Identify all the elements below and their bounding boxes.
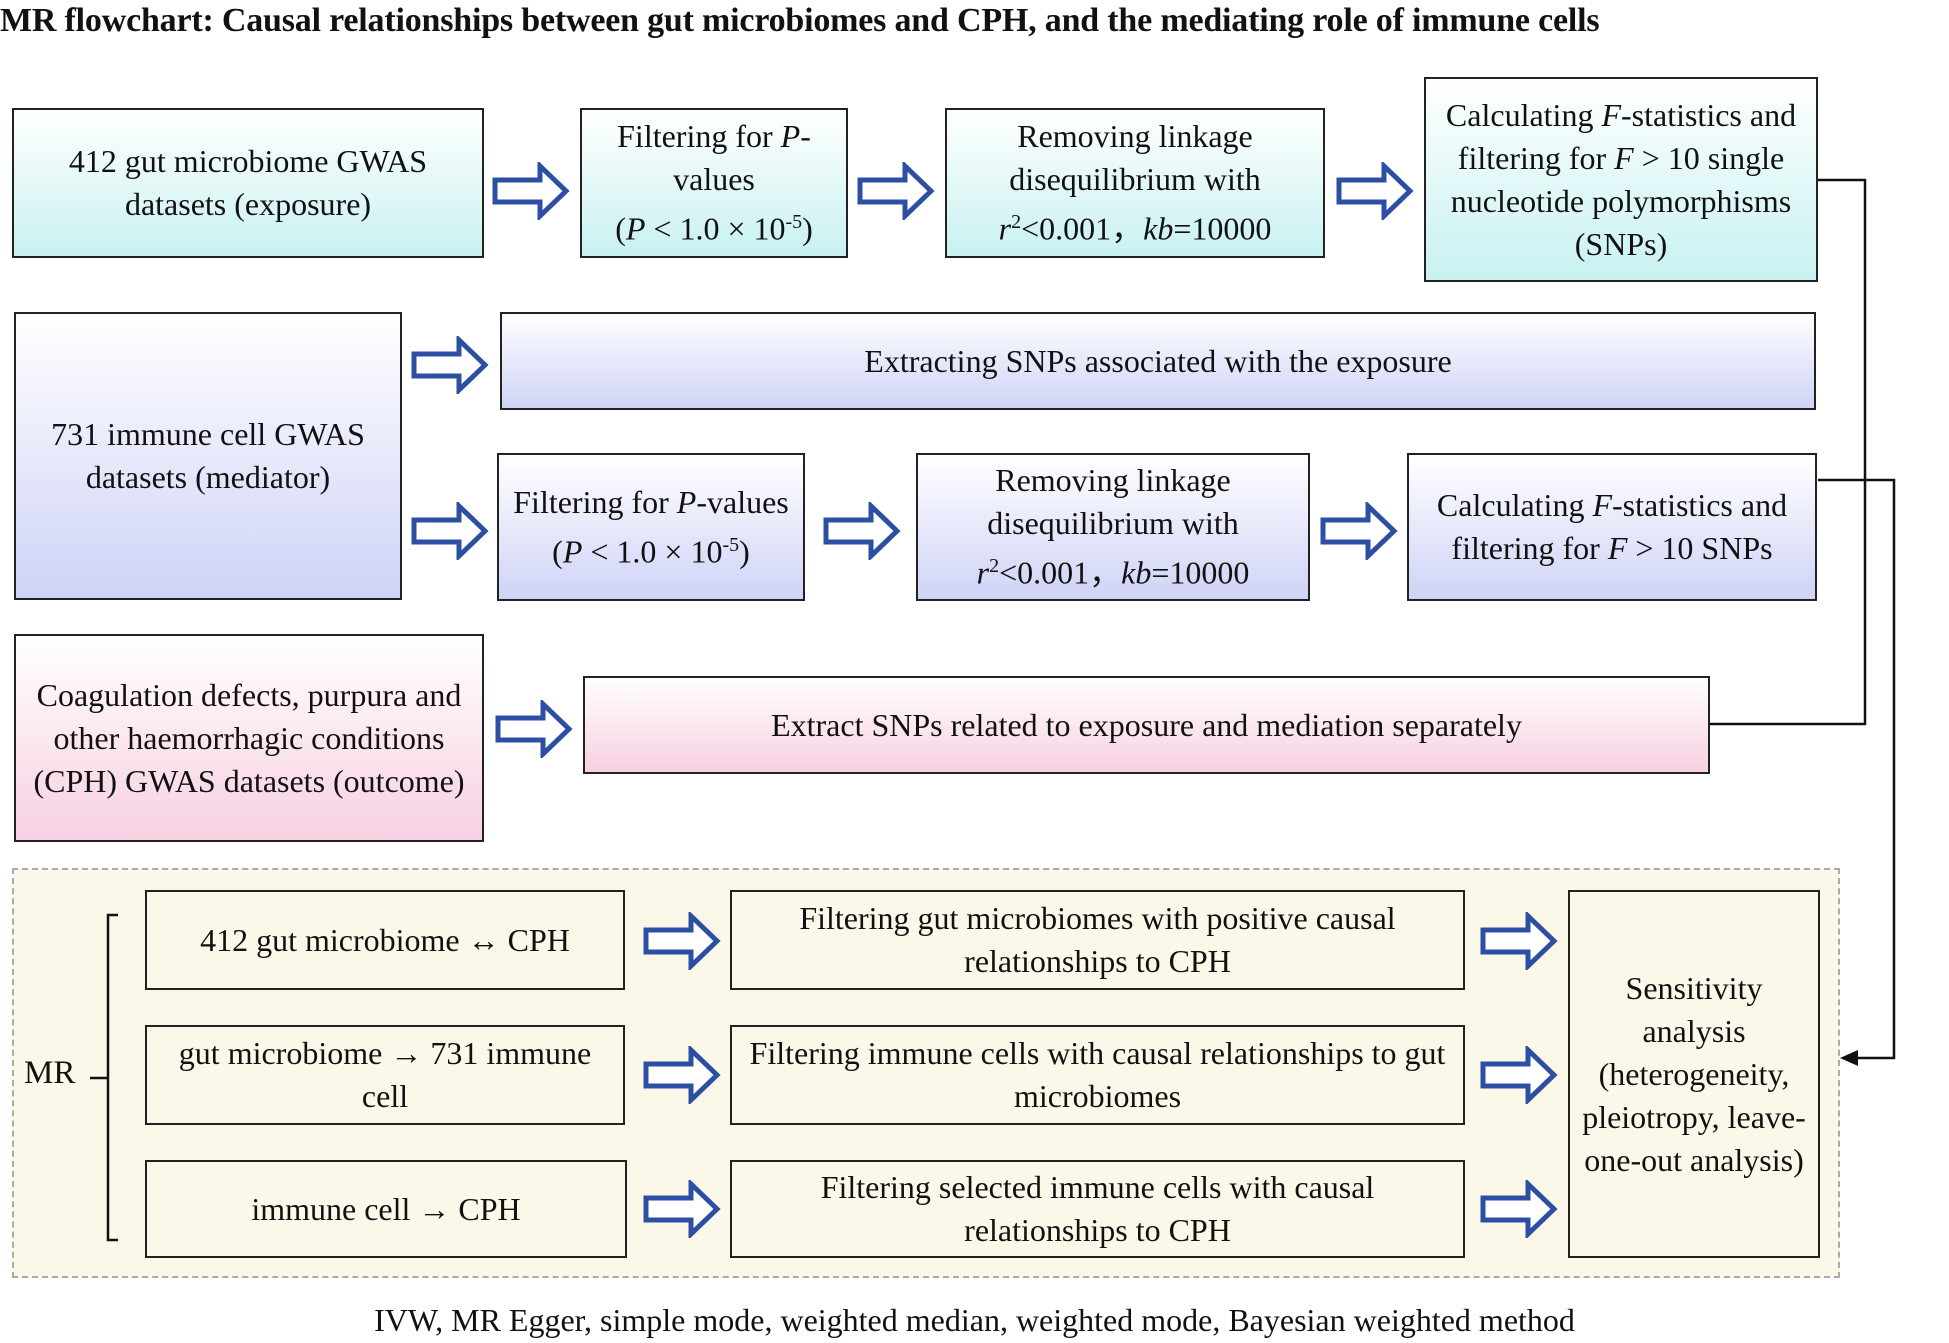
mediator-to-sensitivity-connector	[1818, 478, 1896, 1060]
outcome-extract-text: Extract SNPs related to exposure and med…	[771, 706, 1522, 743]
block-arrow-icon	[1480, 1046, 1558, 1104]
outcome-extract-box: Extract SNPs related to exposure and med…	[583, 676, 1710, 774]
mediator-source-text: 731 immune cell GWAS datasets (mediator)	[51, 416, 365, 495]
mr-analysis-3-box: immune cell → CPH	[145, 1160, 627, 1258]
exposure-p-filter-text: Filtering for P-values(P < 1.0 × 10-5)	[615, 118, 813, 247]
mr-analysis-1-text: 412 gut microbiome ↔ CPH	[200, 921, 570, 958]
exposure-p-filter-box: Filtering for P-values(P < 1.0 × 10-5)	[580, 108, 848, 258]
block-arrow-icon	[823, 502, 901, 560]
block-arrow-icon	[643, 1046, 721, 1104]
block-arrow-icon	[1480, 1180, 1558, 1238]
outcome-source-text: Coagulation defects, purpura and other h…	[33, 676, 465, 799]
mr-analysis-2-box: gut microbiome → 731 immune cell	[145, 1025, 625, 1125]
exposure-fstat-text: Calculating F-statistics and filtering f…	[1445, 96, 1797, 262]
mr-filter-1-text: Filtering gut microbiomes with positive …	[799, 900, 1396, 979]
methods-footer: IVW, MR Egger, simple mode, weighted med…	[374, 1302, 1575, 1338]
mr-analysis-2-text: gut microbiome → 731 immune cell	[178, 1035, 592, 1114]
diagram-title: MR flowchart: Causal relationships betwe…	[0, 2, 1600, 39]
mr-analysis-1-box: 412 gut microbiome ↔ CPH	[145, 890, 625, 990]
block-arrow-icon	[492, 162, 570, 220]
fstat-to-extract-connector	[1710, 178, 1867, 726]
mr-bracket-icon	[106, 913, 118, 1242]
mediator-fstat-box: Calculating F-statistics and filtering f…	[1407, 453, 1817, 601]
mr-filter-2-box: Filtering immune cells with causal relat…	[730, 1025, 1465, 1125]
sensitivity-box: Sensitivity analysis (heterogeneity, ple…	[1568, 890, 1820, 1258]
mediator-extract-text: Extracting SNPs associated with the expo…	[864, 342, 1452, 379]
mr-analysis-3-text: immune cell → CPH	[251, 1190, 521, 1227]
block-arrow-icon	[411, 502, 489, 560]
block-arrow-icon	[1320, 502, 1398, 560]
mr-filter-2-text: Filtering immune cells with causal relat…	[749, 1035, 1446, 1114]
mediator-extract-box: Extracting SNPs associated with the expo…	[500, 312, 1816, 410]
block-arrow-icon	[643, 912, 721, 970]
sensitivity-text: Sensitivity analysis (heterogeneity, ple…	[1582, 969, 1806, 1178]
mr-filter-3-text: Filtering selected immune cells with cau…	[820, 1169, 1375, 1248]
exposure-fstat-box: Calculating F-statistics and filtering f…	[1424, 77, 1818, 282]
block-arrow-icon	[495, 700, 573, 758]
mediator-source-box: 731 immune cell GWAS datasets (mediator)	[14, 312, 402, 600]
exposure-source-text: 412 gut microbiome GWAS datasets (exposu…	[68, 143, 428, 222]
block-arrow-icon	[1336, 162, 1414, 220]
mediator-p-filter-text: Filtering for P-values(P < 1.0 × 10-5)	[513, 483, 789, 570]
mr-label: MR	[24, 1055, 76, 1091]
block-arrow-icon	[1480, 912, 1558, 970]
sensitivity-arrowhead-icon	[1840, 1050, 1858, 1066]
mr-filter-3-box: Filtering selected immune cells with cau…	[730, 1160, 1465, 1258]
mediator-p-filter-box: Filtering for P-values(P < 1.0 × 10-5)	[497, 453, 805, 601]
outcome-source-box: Coagulation defects, purpura and other h…	[14, 634, 484, 842]
exposure-source-box: 412 gut microbiome GWAS datasets (exposu…	[12, 108, 484, 258]
block-arrow-icon	[857, 162, 935, 220]
block-arrow-icon	[643, 1180, 721, 1238]
block-arrow-icon	[411, 336, 489, 394]
mr-filter-1-box: Filtering gut microbiomes with positive …	[730, 890, 1465, 990]
mediator-fstat-text: Calculating F-statistics and filtering f…	[1436, 487, 1788, 566]
